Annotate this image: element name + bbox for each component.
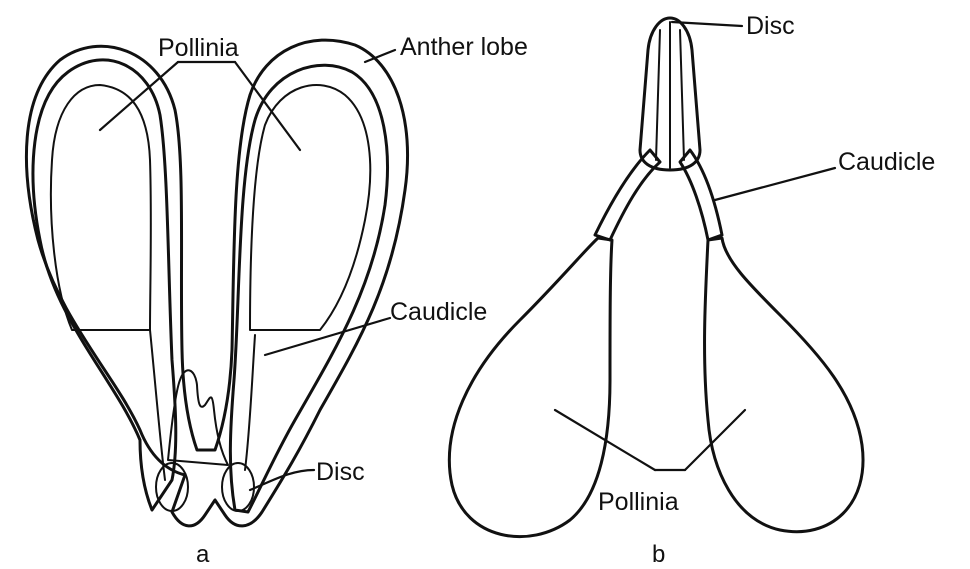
right-pollinium — [250, 85, 370, 330]
caption-a: a — [196, 541, 210, 568]
label-pollinia-b: Pollinia — [598, 488, 679, 516]
label-caudicle-b: Caudicle — [838, 148, 935, 176]
label-disc-b: Disc — [746, 12, 795, 40]
pollinium-b-left — [449, 238, 612, 537]
label-caudicle-a: Caudicle — [390, 298, 487, 326]
disc-b-groove — [656, 22, 684, 168]
pollinia-leader-left — [100, 62, 178, 130]
caudicle-right-arm — [680, 150, 722, 240]
caudicle-left-arm — [595, 150, 660, 240]
pollinia-leader-b-left — [555, 410, 655, 470]
caudicle-leader-b — [715, 168, 835, 200]
label-disc-a: Disc — [316, 458, 365, 486]
label-pollinia-a: Pollinia — [158, 34, 239, 62]
pollinium-b-right — [705, 238, 863, 532]
right-caudicle — [245, 335, 255, 470]
figure-b: Disc Caudicle Pollinia b — [449, 12, 935, 568]
caption-b: b — [652, 541, 665, 568]
right-anther-body — [230, 65, 387, 512]
caudicle-leader-a — [265, 318, 390, 355]
right-disc — [222, 463, 254, 511]
label-anther-lobe: Anther lobe — [400, 33, 528, 61]
anther-lobe-outline — [26, 40, 407, 526]
left-pollinium — [51, 85, 151, 330]
